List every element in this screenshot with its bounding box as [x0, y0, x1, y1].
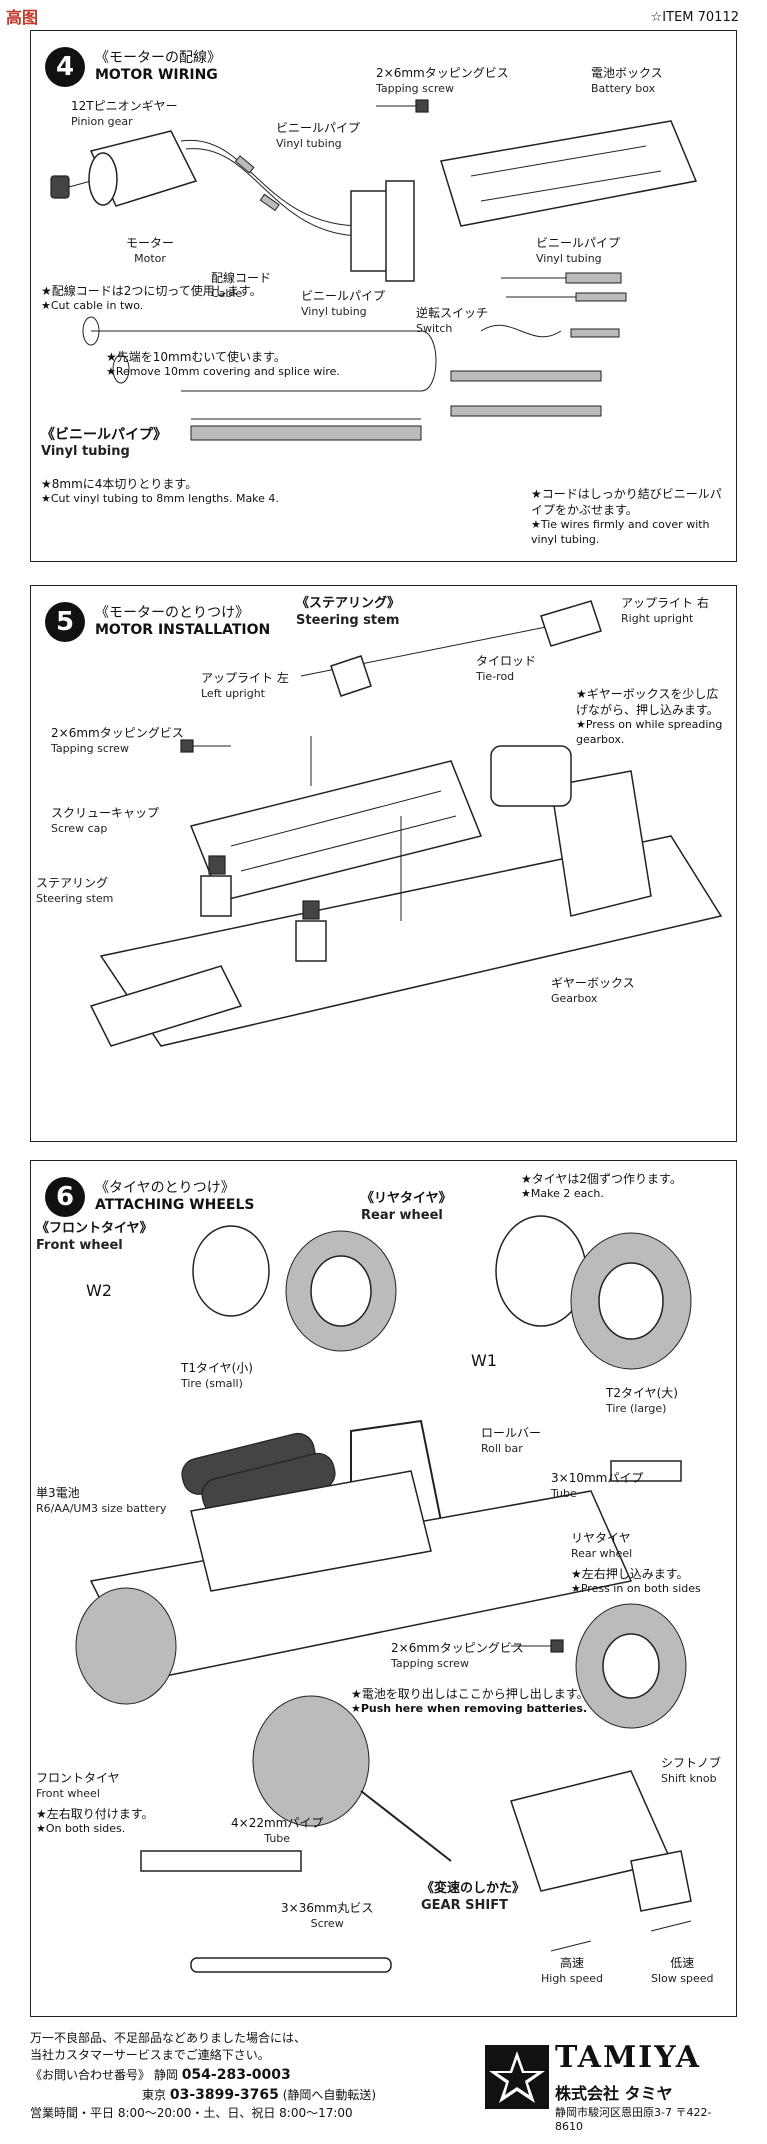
vinyl-tubing-section-title: 《ビニールパイプ》Vinyl tubing [41, 427, 167, 460]
tamiya-star-icon [485, 2045, 549, 2109]
cut-tubing-note: ★8mmに4本切りとります。★Cut vinyl tubing to 8mm l… [41, 477, 279, 506]
step-number: 6 [45, 1177, 85, 1217]
customer-service-footer: 万一不良部品、不足部品などありました場合には、 当社カスタマーサービスまでご連絡… [30, 2030, 735, 2140]
step-title-en: MOTOR WIRING [95, 67, 218, 83]
steering-stem-section-title: 《ステアリング》Steering stem [296, 596, 401, 628]
motor-installation-illustration [89, 600, 723, 1047]
rear-wheel-section-title: 《リヤタイヤ》Rear wheel [361, 1191, 452, 1223]
remove-covering-note: ★先端を10mmむいて使います。★Remove 10mm covering an… [106, 350, 340, 379]
footer-line-2: 当社カスタマーサービスまでご連絡下さい。 [30, 2048, 270, 2063]
footer-line-1: 万一不良部品、不足部品などありました場合には、 [30, 2031, 307, 2045]
step-title-en: MOTOR INSTALLATION [95, 622, 271, 638]
w1-label: W1 [471, 1351, 497, 1370]
step-number: 4 [45, 47, 85, 87]
press-both-sides-note: ★左右押し込みます。★Press in on both sides [571, 1567, 701, 1596]
push-batteries-note: ★電池を取り出しはここから押し出します。★Push here when remo… [351, 1687, 589, 1716]
step-4-panel: 4 《モーターの配線》 MOTOR WIRING [30, 30, 737, 562]
front-wheel-section-title: 《フロントタイヤ》Front wheel [36, 1221, 153, 1253]
step-number: 5 [45, 602, 85, 642]
tie-wires-note: ★コードはしっかり結びビニールパイプをかぶせます。★Tie wires firm… [531, 487, 722, 547]
tire-small-label: T1タイヤ(小)Tire (small) [181, 1361, 253, 1390]
cut-cable-note: ★配線コードは2つに切って使用します。★Cut cable in two. [41, 284, 262, 313]
item-number: ☆ITEM 70112 [650, 10, 739, 25]
tire-large-label: T2タイヤ(大)Tire (large) [606, 1386, 678, 1415]
tamiya-logo: TAMIYA 株式会社 タミヤ 静岡市駿河区恩田原3-7 〒422-8610 [485, 2040, 735, 2133]
press-gearbox-note: ★ギヤーボックスを少し広げながら、押し込みます。★Press on while … [576, 687, 723, 747]
front-both-sides-note: ★左右取り付けます。★On both sides. [36, 1807, 154, 1836]
step-5-panel: 5 《モーターのとりつけ》 MOTOR INSTALLATION 《ステアリング… [30, 585, 737, 1142]
attaching-wheels-illustration [75, 1215, 692, 1973]
w2-label: W2 [86, 1281, 112, 1300]
motor-wiring-illustration [50, 99, 698, 441]
footer-hours: 営業時間・平日 8:00〜20:00・土、日、祝日 8:00〜17:00 [30, 2106, 353, 2121]
step-title-jp: 《モーターの配線》 [95, 50, 221, 66]
footer-phone-shizuoka: 《お問い合わせ番号》 静岡 054-283-0003 [30, 2066, 291, 2083]
brand-name: TAMIYA [555, 2040, 701, 2075]
make-two-each-note: ★タイヤは2個ずつ作ります。★Make 2 each. [521, 1172, 682, 1201]
company-address: 静岡市駿河区恩田原3-7 〒422-8610 [555, 2106, 712, 2133]
gear-shift-section-title: 《変速のしかた》GEAR SHIFT [421, 1881, 526, 1913]
company-name: 株式会社 タミヤ [555, 2084, 673, 2103]
step-title-en: ATTACHING WHEELS [95, 1197, 255, 1213]
step-title-jp: 《モーターのとりつけ》 [95, 605, 250, 621]
step-title-jp: 《タイヤのとりつけ》 [95, 1180, 235, 1196]
step-6-panel: 6 《タイヤのとりつけ》 ATTACHING WHEELS [30, 1160, 737, 2017]
watermark-logo: 高图 [6, 8, 39, 27]
footer-phone-tokyo: 東京 03-3899-3765 (静岡へ自動転送) [142, 2087, 377, 2104]
